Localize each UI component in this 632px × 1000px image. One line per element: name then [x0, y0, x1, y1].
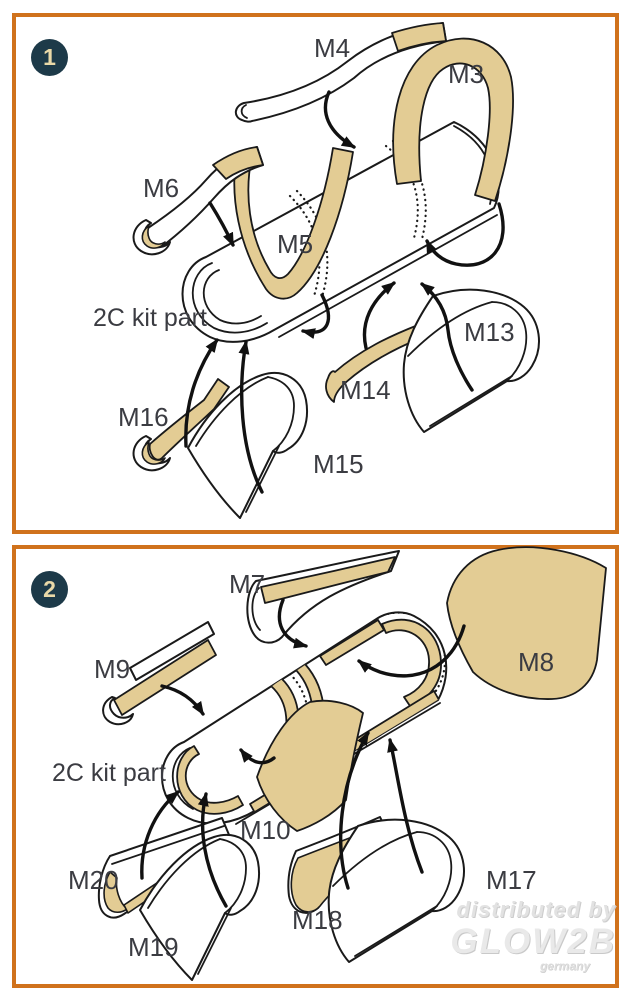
mask-m3-shape	[392, 37, 514, 202]
step-2-badge: 2	[31, 571, 68, 608]
label-m19: M19	[128, 932, 179, 962]
watermark-country: germany	[539, 959, 590, 973]
panel2-arrows	[140, 598, 466, 908]
label-m10: M10	[240, 815, 291, 845]
label-m6: M6	[143, 173, 180, 203]
part-m19-drawing	[139, 834, 260, 981]
label-m20: M20	[68, 865, 119, 895]
label-m18: M18	[292, 905, 343, 935]
distributor-watermark: distributed by GLOW2B germany	[450, 897, 616, 973]
watermark-distributed-by: distributed by	[456, 897, 616, 922]
mask-m10-shape	[256, 699, 364, 832]
step-panel-2	[12, 545, 619, 988]
panel1-art	[132, 22, 540, 519]
panel2-art	[97, 546, 607, 981]
part-m17-drawing	[327, 818, 465, 963]
mask-m5-shape	[233, 147, 354, 300]
label-m5: M5	[277, 229, 314, 259]
label-m9: M9	[94, 654, 131, 684]
label-m16: M16	[118, 402, 169, 432]
step-2-number: 2	[43, 576, 56, 602]
label-m4: M4	[314, 33, 351, 63]
label-kit-part-1: 2C kit part	[93, 304, 207, 332]
mask-m6-shape	[132, 146, 264, 256]
step-1-number: 1	[43, 44, 56, 70]
mask-m9-shape	[102, 621, 217, 726]
label-m8: M8	[518, 647, 555, 677]
step-panel-1	[12, 13, 619, 534]
mask-m4-shape	[234, 22, 447, 123]
label-m7: M7	[229, 569, 266, 599]
mask-m8-shape	[446, 546, 607, 700]
label-m14: M14	[340, 375, 391, 405]
label-m15: M15	[313, 449, 364, 479]
watermark-brand: GLOW2B	[450, 922, 616, 961]
part-m13-drawing	[402, 288, 540, 433]
label-m13: M13	[464, 317, 515, 347]
mask-m16-shape	[132, 378, 230, 472]
label-m3: M3	[448, 59, 485, 89]
panel1-arrows	[184, 90, 505, 494]
mask-m7-shape	[246, 550, 400, 644]
step-1-badge: 1	[31, 39, 68, 76]
label-m17: M17	[486, 865, 537, 895]
label-kit-part-2: 2C kit part	[52, 759, 166, 787]
